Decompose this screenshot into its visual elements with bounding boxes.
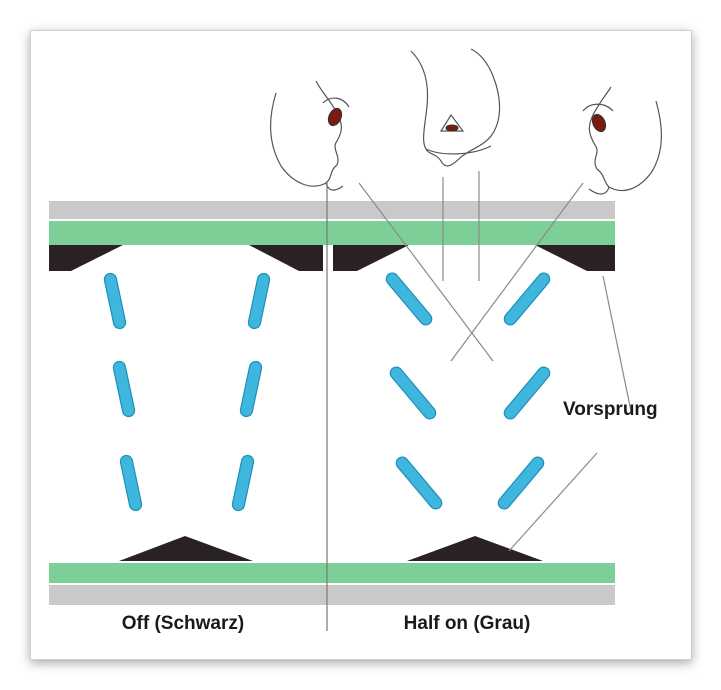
liquid-crystal-molecule bbox=[103, 272, 127, 330]
top-protrusion bbox=[535, 245, 615, 271]
viewer-face-right bbox=[582, 86, 663, 195]
callout-line bbox=[508, 452, 598, 552]
liquid-crystal-molecule bbox=[247, 272, 271, 330]
liquid-crystal-molecule bbox=[389, 366, 437, 420]
light-ray bbox=[358, 182, 494, 362]
bottom-protrusion bbox=[119, 536, 253, 561]
bottom-protrusion bbox=[407, 536, 543, 561]
callout-line bbox=[602, 275, 632, 412]
liquid-crystal-molecule bbox=[395, 456, 443, 510]
top-protrusion bbox=[49, 245, 123, 271]
liquid-crystal-molecule bbox=[503, 272, 551, 326]
top-protrusion bbox=[333, 245, 409, 271]
top-electrode-layer bbox=[49, 221, 615, 245]
viewer-face-left bbox=[269, 80, 350, 191]
liquid-crystal-molecule bbox=[231, 454, 255, 512]
left-caption: Off (Schwarz) bbox=[122, 613, 244, 634]
bottom-electrode-layer bbox=[49, 563, 615, 583]
liquid-crystal-molecule bbox=[119, 454, 143, 512]
bottom-glass-plate bbox=[49, 585, 615, 605]
liquid-crystal-molecule bbox=[239, 360, 263, 418]
liquid-crystal-molecule bbox=[497, 456, 545, 510]
liquid-crystal-molecule bbox=[503, 366, 551, 420]
liquid-crystal-molecule bbox=[385, 272, 433, 326]
callout-label: Vorsprung bbox=[563, 399, 658, 420]
viewer-face-center bbox=[410, 48, 501, 167]
diagram-frame: Vorsprung Off (Schwarz) Half on (Grau) bbox=[30, 30, 692, 660]
liquid-crystal-molecule bbox=[112, 360, 136, 418]
right-caption: Half on (Grau) bbox=[404, 613, 531, 634]
lcd-mva-diagram: Vorsprung Off (Schwarz) Half on (Grau) bbox=[49, 48, 663, 634]
light-ray bbox=[450, 182, 584, 362]
top-protrusion bbox=[249, 245, 323, 271]
top-glass-plate bbox=[49, 201, 615, 219]
